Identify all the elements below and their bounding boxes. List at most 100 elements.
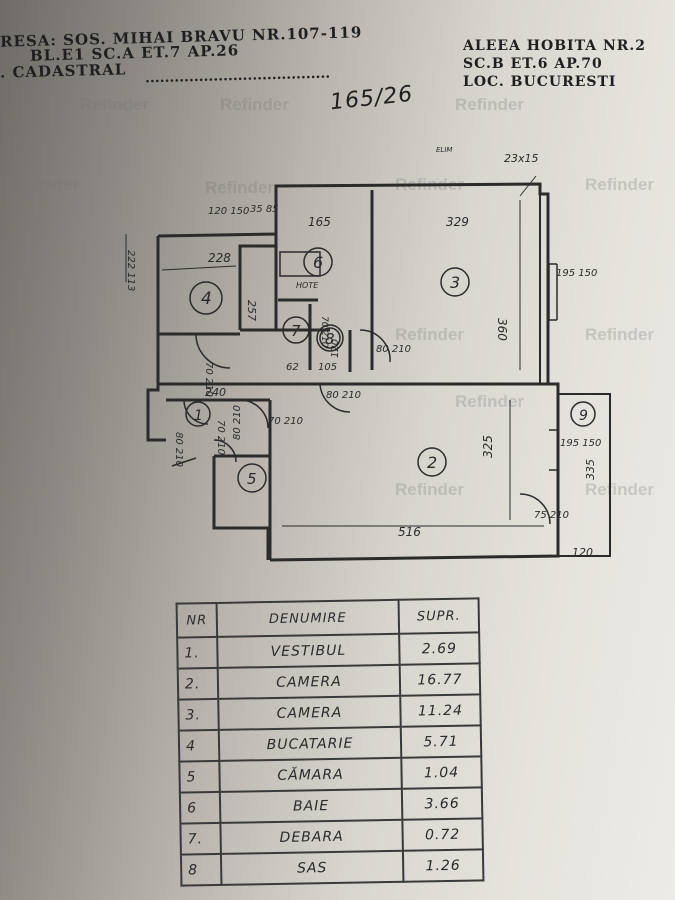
row-name: BUCATARIE (218, 726, 402, 761)
annotation-label: ELIM (436, 146, 452, 154)
watermark: Refinder (395, 480, 464, 499)
room-number: 2 (427, 453, 437, 472)
window (549, 429, 557, 471)
outer-wall (146, 236, 166, 442)
right-address-line-2: SC.B ET.6 AP.70 (463, 56, 603, 72)
door-arc (359, 329, 391, 363)
leader-line (519, 175, 537, 197)
watermark: Refinder (395, 325, 464, 344)
row-nr: 7. (180, 822, 221, 855)
door-label: 75 210 (534, 510, 569, 521)
row-nr: 2. (177, 667, 219, 700)
dimension-line (161, 265, 237, 271)
door-label: 70 210 (203, 362, 214, 397)
door-label: 80 210 (173, 432, 184, 467)
room-marker-5: 5 (237, 463, 267, 493)
entrance-arrow (171, 457, 197, 467)
room-number: 5 (247, 470, 257, 488)
row-area: 3.66 (401, 787, 483, 820)
row-name: CAMERA (217, 664, 401, 699)
outer-wall (212, 456, 270, 560)
room-marker-1: 1 (185, 401, 211, 427)
annotation-label: HOTE (296, 281, 319, 290)
row-area: 0.72 (402, 818, 483, 851)
watermark: Refinder (585, 175, 654, 194)
watermark: Refinder (585, 480, 654, 499)
row-area: 16.77 (399, 663, 481, 696)
table-header-row: NR DENUMIRE SUPR. (176, 598, 480, 638)
dimension-label: 335 (584, 459, 597, 480)
header-area: SUPR. (398, 598, 480, 634)
room-marker-8: 8 (316, 324, 344, 352)
watermark: Refinder (10, 175, 79, 194)
room-marker-2: 2 (417, 447, 447, 477)
room-marker-3: 3 (440, 267, 470, 297)
room-number: 9 (579, 408, 588, 424)
door-label: 70 210 (268, 416, 303, 427)
door-label: 80 210 (326, 390, 361, 401)
dimension-label: 240 (205, 386, 226, 399)
room-number: 7 (291, 322, 301, 340)
room-marker-4: 4 (189, 281, 223, 315)
door-arc (319, 383, 351, 413)
row-nr: 8 (180, 853, 222, 886)
door-arc (195, 333, 231, 369)
row-area: 11.24 (400, 694, 481, 727)
door-label: 70 210 (319, 316, 329, 348)
dimension-label: 165 (308, 215, 331, 229)
dimension-label: 23x15 (504, 152, 539, 165)
bathtub-fixture (279, 251, 321, 277)
watermark: Refinder (220, 95, 289, 114)
row-area: 5.71 (400, 725, 482, 758)
row-area: 1.26 (402, 849, 484, 882)
door-arc (239, 399, 269, 429)
row-name: VESTIBUL (217, 633, 400, 668)
dimension-label: 222 113 (125, 250, 136, 291)
room-number: 4 (201, 289, 212, 309)
row-nr: 3. (178, 698, 219, 731)
dimension-label: 35 85 (250, 204, 279, 215)
header-nr: NR (176, 602, 218, 638)
areas-table: NR DENUMIRE SUPR. 1. VESTIBUL 2.69 2. CA… (176, 597, 485, 886)
row-area: 1.04 (401, 756, 482, 789)
dimension-label: 360 (495, 318, 509, 341)
watermark: Refinder (455, 392, 524, 411)
door-arc (213, 439, 237, 463)
watermark: Refinder (80, 95, 149, 114)
row-name: SAS (220, 850, 404, 885)
right-address-line-3: LOC. BUCURESTI (463, 74, 617, 90)
table-row: 8 SAS 1.26 (180, 849, 484, 886)
dimension-label: 257 (245, 300, 258, 321)
dimension-label: 228 (208, 251, 231, 265)
dimension-label: 120 (572, 546, 593, 559)
door-arc (519, 493, 551, 525)
dimension-label: 120 (330, 339, 341, 358)
row-nr: 6 (179, 791, 221, 824)
dimension-label: 105 (318, 362, 337, 373)
room-marker-9: 9 (570, 401, 596, 427)
dimension-label: 120 150 (208, 206, 249, 217)
room-number: 6 (313, 253, 323, 272)
room-number: 1 (194, 408, 203, 424)
row-nr: 5 (179, 760, 220, 793)
dimension-label: 516 (398, 525, 421, 539)
row-name: CAMERA (218, 695, 401, 730)
room-marker-6: 6 (303, 247, 333, 277)
row-nr: 4 (178, 729, 220, 762)
row-name: CĂMARA (219, 757, 402, 792)
right-address-line-1: ALEEA HOBITA NR.2 (463, 38, 647, 54)
door-label: 70 210 (215, 420, 226, 455)
watermark: Refinder (585, 325, 654, 344)
window-label: 195 150 (560, 438, 601, 449)
door-label: 80 210 (232, 405, 243, 440)
watermark: Refinder (205, 178, 274, 197)
outer-wall (157, 182, 560, 562)
interior-wall (238, 244, 276, 330)
room-marker-7: 7 (282, 316, 310, 344)
row-name: DEBARA (220, 819, 403, 854)
header-name: DENUMIRE (216, 599, 400, 637)
room-number: 8 (325, 330, 335, 348)
window (548, 263, 558, 321)
